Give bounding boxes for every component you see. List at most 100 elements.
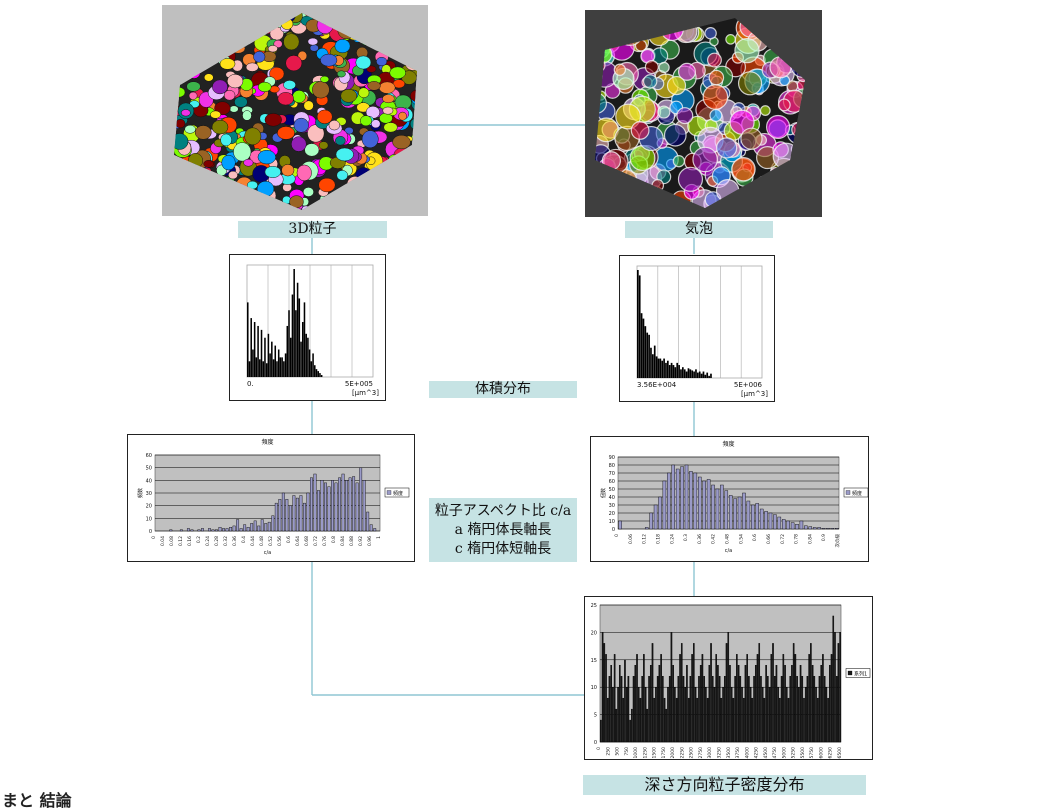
aspect-right-xtick: 0 [614,534,620,537]
aspect-right-ytick: 50 [609,487,615,493]
volume-left-bar [319,373,321,377]
aspect-right-bar [671,464,675,530]
volume-left-bar [320,375,323,377]
depth-xtick: 2500 [689,747,695,759]
depth-xtick: 4000 [744,747,750,759]
aspect-right-bar [786,520,790,530]
aspect-left-xtick: 0.4 [241,536,247,543]
depth-bar [617,686,619,743]
aspect-left-bar [313,473,317,532]
depth-xtick: 750 [624,747,630,756]
aspect-right-bar [667,472,671,530]
volume-right-bar [708,375,710,378]
depth-bar [732,697,735,743]
aspect-left-bar [345,480,349,532]
aspect-right-bar [790,522,795,530]
aspect-left-bar [324,482,327,532]
volume-left-bar [286,325,289,377]
depth-bar [631,708,633,743]
aspect-right-bar [737,496,742,530]
aspect-left-ytick: 50 [146,466,152,472]
aspect-right-xtick: 0.84 [807,534,813,544]
aspect-left-bar [271,515,275,532]
aspect-right-ytick: 80 [609,463,615,469]
aspect-right-bar [618,520,622,530]
volume-right-bar [667,360,669,378]
aspect-right-ytick: 20 [609,511,615,517]
depth-bar [705,686,707,743]
depth-bar [703,676,705,743]
aspect-left-xtick: 0.8 [331,536,337,543]
depth-xtick: 1000 [633,747,639,759]
depth-bar [725,643,728,743]
aspect-right-bar [715,488,720,530]
depth-xtick: 4750 [772,747,778,759]
volume-right-bar [646,332,649,378]
aspect-left-xtick: 0.88 [349,536,355,546]
volume-left-bar [308,349,311,377]
aspect-left-bar [338,477,342,532]
depth-bar [629,719,631,743]
volume-right-bar [704,374,707,378]
volume-right-bar [693,371,695,378]
depth-ytick: 0 [594,740,597,746]
depth-bar [742,697,745,743]
volume-left-bar [262,361,265,377]
volume-right-bar [706,372,709,378]
depth-bar [686,665,688,743]
depth-xtick: 2000 [670,747,676,759]
aspect-left-bar [310,477,313,532]
volume-right-bar [657,358,660,378]
depth-bar [613,654,616,743]
aspect-left-bar [197,529,201,532]
volume-left-bar [300,341,302,377]
aspect-left-xtick: 0.32 [223,536,229,546]
depth-bar [837,643,840,743]
aspect-right-bar [689,471,693,530]
depth-bar [699,665,702,743]
volume-right-bar [640,313,643,378]
aspect-right-ytick: 0 [612,527,615,533]
depth-bar [643,654,645,743]
depth-bar [603,643,606,743]
volume-left-bar [284,353,287,377]
aspect-left-ytick: 0 [149,529,152,535]
depth-bar [706,697,709,743]
depth-bar [722,686,724,743]
aspect-right-title: 頻度 [722,440,734,448]
aspect-left-bar [225,528,229,532]
aspect-right-bar [720,484,724,530]
depth-bar [627,676,630,743]
aspect-right-bar [751,504,755,530]
depth-bar [768,686,771,743]
depth-bar [634,665,637,743]
aspect-right-ytick: 70 [609,471,615,477]
aspect-left-ytick: 60 [146,453,152,459]
aspect-left-bar [306,492,310,532]
volume-right-bar [650,347,652,378]
volume-right-bar [702,371,705,378]
aspect-left-bar [341,473,345,532]
depth-bar [715,654,717,743]
aspect-left-xtick: 0.16 [187,536,193,546]
depth-bar [794,654,797,743]
depth-xtick: 4500 [763,747,769,759]
volume-left-x-start: 0. [247,380,254,388]
volume-left-bar [293,269,295,377]
aspect-left-bar [243,524,247,532]
depth-bar [827,697,829,743]
aspect-left-xtick: 0.24 [205,536,211,546]
particle-cloud [174,13,417,210]
aspect-left-bar [320,480,324,532]
depth-bar [641,676,643,743]
depth-bar [620,676,623,743]
volume-right-bar [676,362,679,378]
depth-bar [610,665,612,743]
volume-right-bar [637,270,639,378]
depth-bar [835,676,838,743]
volume-right-bar [663,358,665,378]
aspect-right-ytick: 60 [609,479,615,485]
aspect-left-xtick: 0.28 [214,536,220,546]
